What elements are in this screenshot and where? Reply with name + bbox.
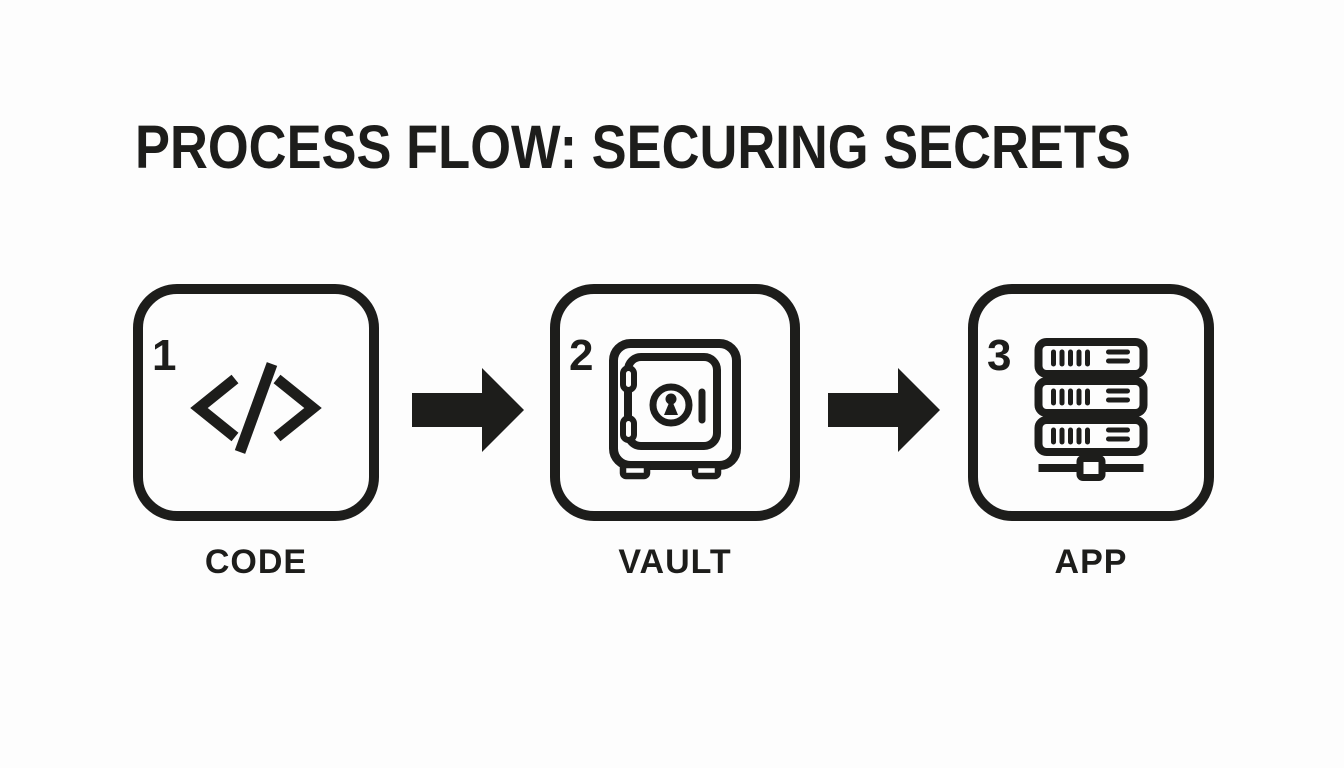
step-app-box: 3 [968,284,1214,521]
step-label: VAULT [618,543,732,581]
arrow-right-icon [828,368,940,452]
step-app: 3 [968,284,1214,581]
vault-safe-icon [608,338,742,480]
arrow-right-icon [412,368,524,452]
step-vault-box: 2 [550,284,800,521]
step-label: CODE [204,543,308,581]
step-number: 2 [569,331,594,380]
step-number: 1 [152,331,177,380]
step-code-box: 1 [133,284,379,521]
code-icon [180,360,332,456]
step-label: APP [1054,543,1128,581]
step-vault: 2 VAULT [550,284,800,581]
step-code: 1 CODE [133,284,379,581]
server-stack-icon [1034,338,1148,482]
diagram-title: PROCESS FLOW: SECURING SECRETS [135,113,1131,181]
step-number: 3 [987,331,1012,380]
